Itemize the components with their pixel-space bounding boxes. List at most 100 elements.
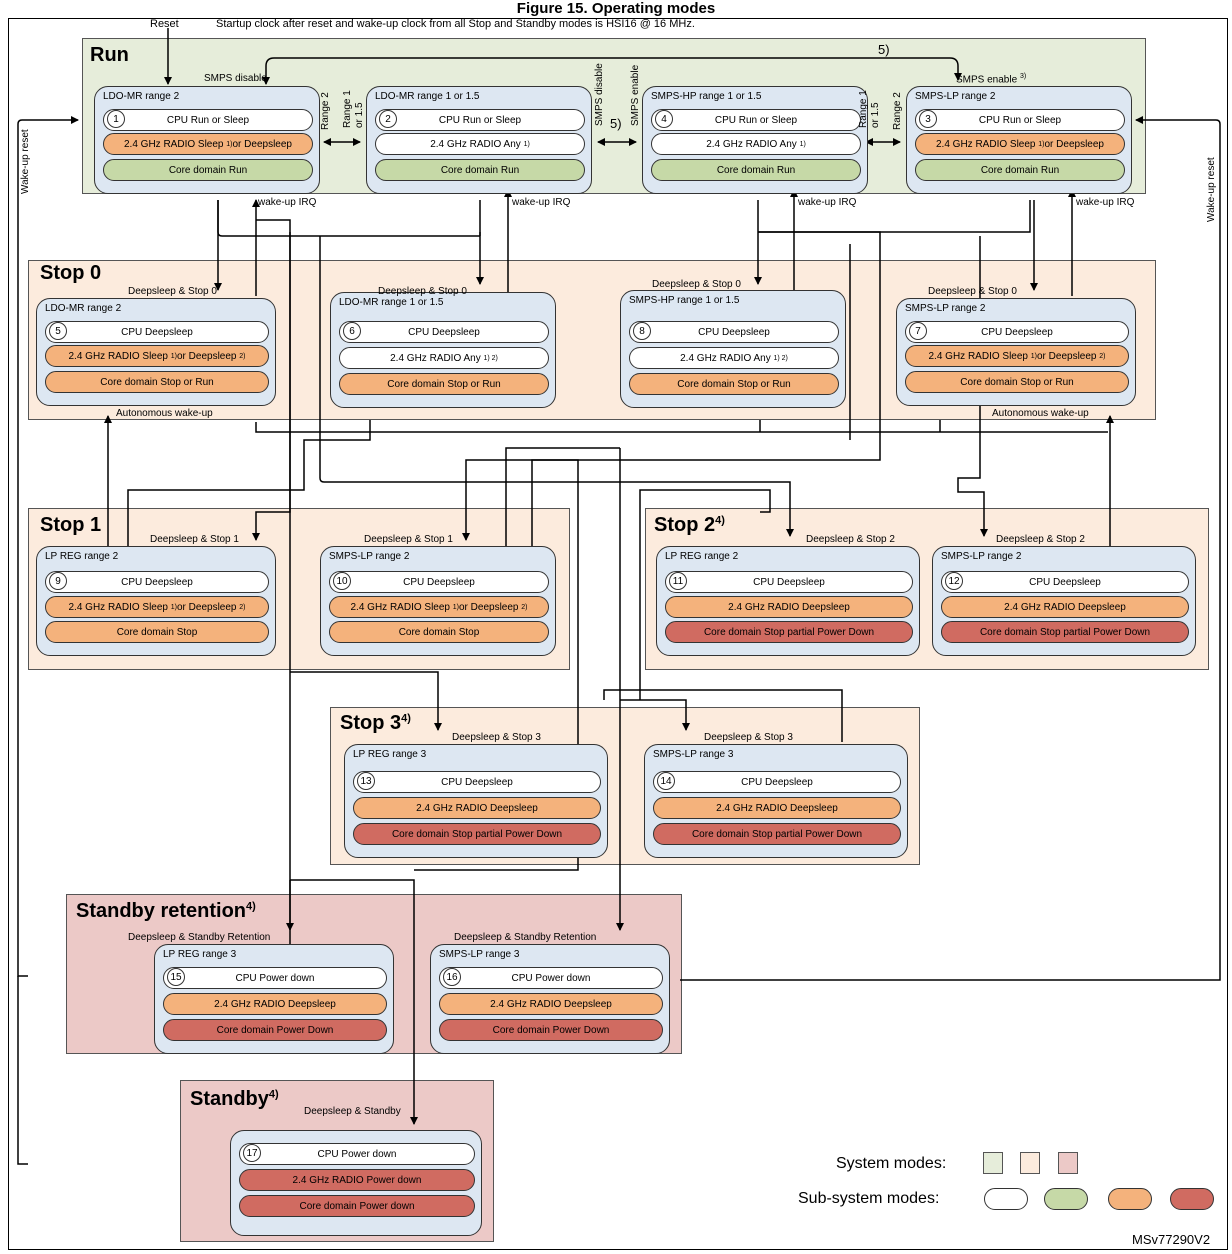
mode-number: 4 xyxy=(655,110,673,128)
transition-5-label: 5) xyxy=(610,116,622,131)
deepsleep-stop2-label: Deepsleep & Stop 2 xyxy=(996,534,1085,545)
deepsleep-stop0-label: Deepsleep & Stop 0 xyxy=(128,286,217,297)
region-title-standby: Standby4) xyxy=(190,1088,279,1110)
figure-title: Figure 15. Operating modes xyxy=(516,0,716,17)
autonomous-wakeup-label: Autonomous wake-up xyxy=(992,408,1089,419)
mode-title: LP REG range 2 xyxy=(45,551,119,562)
legend-swatch-stop xyxy=(1020,1152,1040,1174)
mode-number: 1 xyxy=(107,110,125,128)
range1-label: Range 1 xyxy=(858,90,869,128)
smps-enable-vertical-label: SMPS enable xyxy=(630,64,641,126)
mode-number: 14 xyxy=(657,772,675,790)
mode-title: SMPS-LP range 3 xyxy=(653,749,734,760)
smps-disable-vertical-label: SMPS disable xyxy=(594,63,605,126)
wakeup-irq-label: wake-up IRQ xyxy=(798,197,857,208)
wakeup-irq-label: wake-up IRQ xyxy=(512,197,571,208)
region-title-stop0: Stop 0 xyxy=(40,262,102,284)
mode-number: 15 xyxy=(167,968,185,986)
radio-state-pill: 2.4 GHz RADIO Sleep 1) or Deepsleep 2) xyxy=(45,596,269,618)
deepsleep-stop0-label: Deepsleep & Stop 0 xyxy=(652,279,741,290)
wakeup-irq-label: wake-up IRQ xyxy=(1076,197,1135,208)
radio-state-pill: 2.4 GHz RADIO Sleep 1) or Deepsleep 2) xyxy=(45,345,269,367)
mode-title: LDO-MR range 2 xyxy=(45,303,122,314)
legend-pill-green xyxy=(1044,1188,1088,1210)
region-title-stop3: Stop 34) xyxy=(340,712,411,734)
wakeup-reset-label: Wake-up reset xyxy=(20,129,31,194)
core-state-pill: Core domain Stop or Run xyxy=(339,373,549,395)
legend-system-modes-label: System modes: xyxy=(836,1155,947,1172)
mode-number: 8 xyxy=(633,322,651,340)
core-state-pill: Core domain Stop partial Power Down xyxy=(665,621,913,643)
radio-state-pill: 2.4 GHz RADIO Sleep 1) or Deepsleep 2) xyxy=(329,596,549,618)
core-state-pill: Core domain Power Down xyxy=(439,1019,663,1041)
region-title-standby-retention: Standby retention4) xyxy=(76,900,256,922)
mode-number: 11 xyxy=(669,572,687,590)
deepsleep-stop3-label: Deepsleep & Stop 3 xyxy=(704,732,793,743)
region-title-stop1: Stop 1 xyxy=(40,514,102,536)
deepsleep-stop1-label: Deepsleep & Stop 1 xyxy=(364,534,453,545)
deepsleep-stop1-label: Deepsleep & Stop 1 xyxy=(150,534,239,545)
radio-state-pill: 2.4 GHz RADIO Deepsleep xyxy=(665,596,913,618)
mode-number: 16 xyxy=(443,968,461,986)
deepsleep-stop2-label: Deepsleep & Stop 2 xyxy=(806,534,895,545)
radio-state-pill: 2.4 GHz RADIO Any 1) 2) xyxy=(629,347,839,369)
mode-number: 7 xyxy=(909,322,927,340)
radio-state-pill: 2.4 GHz RADIO Any 1) xyxy=(651,133,861,155)
deepsleep-standby-label: Deepsleep & Standby xyxy=(304,1106,401,1117)
radio-state-pill: 2.4 GHz RADIO Any 1) 2) xyxy=(339,347,549,369)
mode-title: SMPS-HP range 1 or 1.5 xyxy=(629,295,740,306)
mode-title: SMPS-LP range 2 xyxy=(905,303,986,314)
mode-number: 3 xyxy=(919,110,937,128)
mode-title: SMPS-LP range 3 xyxy=(439,949,520,960)
core-state-pill: Core domain Run xyxy=(103,159,313,181)
mode-title: LDO-MR range 1 or 1.5 xyxy=(339,297,444,308)
mode-title: LP REG range 2 xyxy=(665,551,739,562)
region-title-run: Run xyxy=(90,44,129,66)
legend-swatch-standby xyxy=(1058,1152,1078,1174)
mode-number: 9 xyxy=(49,572,67,590)
mode-number: 2 xyxy=(379,110,397,128)
mode-title: LP REG range 3 xyxy=(163,949,237,960)
autonomous-wakeup-label: Autonomous wake-up xyxy=(116,408,213,419)
core-state-pill: Core domain Stop xyxy=(329,621,549,643)
mode-number: 17 xyxy=(243,1144,261,1162)
legend-pill-white xyxy=(984,1188,1028,1210)
or15-label: or 1.5 xyxy=(354,102,365,128)
radio-state-pill: 2.4 GHz RADIO Deepsleep xyxy=(163,993,387,1015)
radio-state-pill: 2.4 GHz RADIO Power down xyxy=(239,1169,475,1191)
core-state-pill: Core domain Stop partial Power Down xyxy=(941,621,1189,643)
figure-id: MSv77290V2 xyxy=(1132,1232,1211,1247)
wakeup-irq-label: wake-up IRQ xyxy=(258,197,317,208)
radio-state-pill: 2.4 GHz RADIO Sleep 1) or Deepsleep xyxy=(915,133,1125,155)
legend-pill-red xyxy=(1170,1188,1214,1210)
reset-label: Reset xyxy=(150,18,179,30)
radio-state-pill: 2.4 GHz RADIO Deepsleep xyxy=(353,797,601,819)
deepsleep-standby-retention-label: Deepsleep & Standby Retention xyxy=(454,932,597,943)
mode-number: 6 xyxy=(343,322,361,340)
range2-label: Range 2 xyxy=(892,92,903,130)
transition-5-label: 5) xyxy=(878,42,890,57)
range2-label: Range 2 xyxy=(320,92,331,130)
smps-enable-label: SMPS enable 3) xyxy=(956,73,1027,86)
core-state-pill: Core domain Run xyxy=(915,159,1125,181)
legend-swatch-run xyxy=(983,1152,1003,1174)
